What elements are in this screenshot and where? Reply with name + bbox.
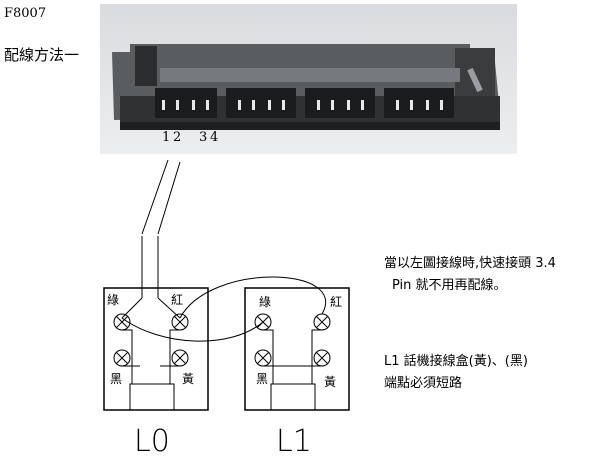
- note-quick-connector: 當以左圖接線時,快速接頭 3.4 Pin 就不用再配線。: [384, 253, 556, 297]
- l0-terminals: [113, 313, 189, 367]
- l1-green-label: 綠: [259, 295, 272, 309]
- note-l1-short: L1 話機接線盒(黃)、(黑) 端點必須短路: [384, 351, 528, 395]
- wire-green-l0-l1: [121, 317, 264, 342]
- wire-red-l0-l1: [179, 276, 326, 319]
- l1-terminals: [254, 313, 331, 367]
- wire-pin2: [157, 161, 181, 235]
- l0-yellow-label: 黃: [182, 372, 195, 386]
- l1-red-label: 紅: [330, 295, 343, 309]
- wire-pin1: [141, 159, 169, 235]
- pin-label-3: 3: [199, 130, 208, 145]
- note-line-1: 當以左圖接線時,快速接頭 3.4: [384, 256, 556, 271]
- l0-black-label: 黑: [110, 372, 123, 386]
- junction-box-l0: [103, 287, 209, 411]
- pin-label-2: 2: [173, 130, 182, 145]
- note-line-3: L1 話機接線盒(黃)、(黑): [384, 354, 528, 369]
- pin-label-4: 4: [210, 130, 219, 145]
- l1-yellow-label: 黃: [324, 375, 337, 389]
- note-line-4: 端點必須短路: [384, 376, 463, 391]
- pin-label-1: 1: [162, 130, 171, 145]
- model-number: F8007: [4, 6, 47, 21]
- l0-phone-plug: [129, 383, 175, 411]
- wiring-method-title: 配線方法一: [4, 46, 80, 64]
- connector-photo: [100, 4, 517, 154]
- box-label-l0: L0: [134, 424, 170, 459]
- l1-phone-plug: [270, 383, 316, 411]
- l0-red-label: 紅: [171, 293, 184, 307]
- note-line-2: Pin 就不用再配線。: [392, 278, 507, 293]
- l1-black-label: 黑: [256, 372, 269, 386]
- box-label-l1: L1: [276, 424, 312, 459]
- l0-green-label: 綠: [107, 293, 120, 307]
